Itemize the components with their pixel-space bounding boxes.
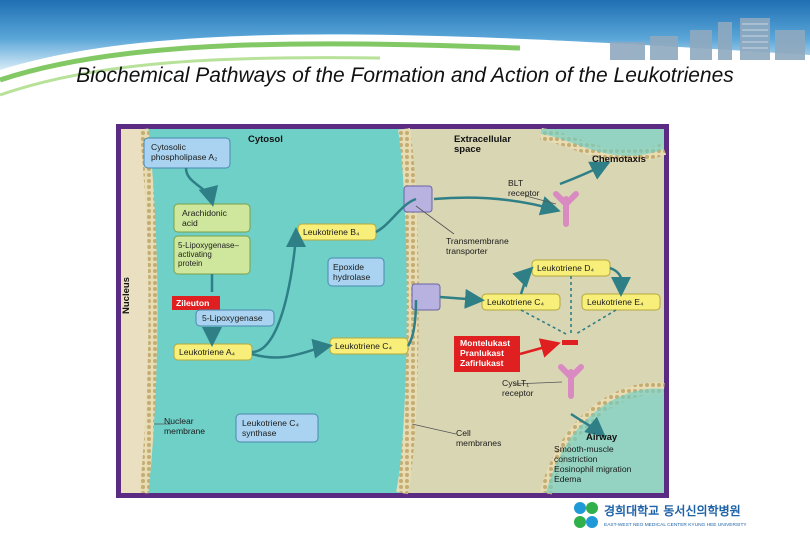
box-leukotriene-e4: Leukotriene E₄ [581,293,661,311]
university-logo: 경희대학교 동서신의학병원 EAST-WEST NEO MEDICAL CENT… [574,502,747,528]
airway-cell [546,388,664,493]
logo-korean: 경희대학교 동서신의학병원 [604,503,741,518]
nucleus-region [121,129,154,493]
box-leukotriene-c4-extracellular: Leukotriene C₄ [481,293,561,311]
pathway-arrows [184,161,632,438]
cytosol-label: Cytosol [248,134,283,145]
lox5-label: 5-Lipoxygenase [202,313,263,323]
box-leukotriene-b4: Leukotriene B₄ [297,223,377,241]
lta4-label: Leukotriene A₄ [179,347,236,357]
logo-mark-icon [574,502,598,528]
nuclear-membrane [139,128,158,494]
ltc4-ext-label: Leukotriene C₄ [487,297,545,307]
zileuton-label: Zileuton [176,298,209,308]
receptor-block [562,340,578,345]
nucleus-label: Nucleus [121,277,132,314]
chemotaxis-cell [541,129,664,156]
logo-english: EAST-WEST NEO MEDICAL CENTER KYUNG HEE U… [604,522,747,528]
transporter-top [403,185,433,213]
box-leukotriene-a4: Leukotriene A₄ [173,343,253,361]
chemotaxis-label: Chemotaxis [592,154,646,165]
slide-title: Biochemical Pathways of the Formation an… [76,64,734,87]
cyslt-receptor-icon [558,364,584,399]
hospital-buildings [610,18,805,60]
box-leukotriene-c4-cytosol: Leukotriene C₄ [329,337,409,355]
airway-title: Airway [586,432,618,443]
cell-membrane-left [396,128,419,495]
ltc4-cyt-label: Leukotriene C₄ [335,341,393,351]
box-5-lipoxygenase: 5-Lipoxygenase [195,309,275,327]
header-banner [0,0,810,120]
box-zileuton: Zileuton [172,296,220,310]
lte4-label: Leukotriene E₄ [587,297,644,307]
ltd4-label: Leukotriene D₄ [537,263,595,273]
ltb4-label: Leukotriene B₄ [303,227,360,237]
box-leukotriene-d4: Leukotriene D₄ [531,259,611,277]
